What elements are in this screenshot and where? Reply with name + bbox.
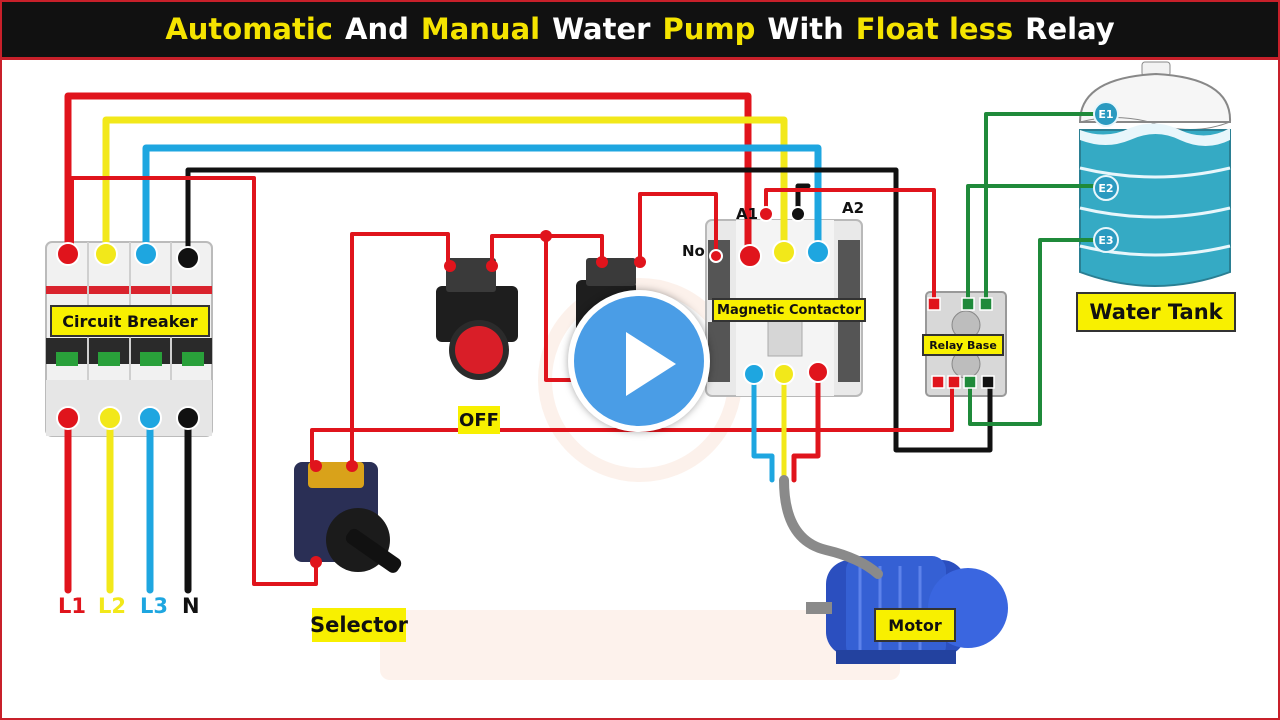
contactor-terminals xyxy=(709,206,830,385)
off-push-button xyxy=(436,258,518,380)
tank-electrodes xyxy=(1093,101,1119,253)
electrode-e2-label: E2 xyxy=(1098,182,1113,195)
button-terminals xyxy=(310,230,646,568)
title-word-water: Water xyxy=(552,11,651,46)
contactor-no-label: No xyxy=(682,242,705,260)
wire-l1-supply xyxy=(64,92,752,260)
breaker-input-terminals xyxy=(56,242,200,270)
wire-e3 xyxy=(968,238,1106,426)
electrode-e1-label: E1 xyxy=(1098,108,1113,121)
wire-neutral-supply xyxy=(185,167,993,453)
wire-on-a1 xyxy=(638,192,718,264)
relay-terminals xyxy=(927,297,995,389)
play-button[interactable] xyxy=(568,290,710,432)
title-word-relay: Relay xyxy=(1025,11,1115,46)
motor-cable xyxy=(779,475,883,579)
title-word-and: And xyxy=(345,11,409,46)
line-l2-label: L2 xyxy=(98,594,126,618)
page-title: Automatic And Manual Water Pump With Flo… xyxy=(0,0,1280,60)
selector-label: Selector xyxy=(310,608,408,642)
wire-selector-off xyxy=(350,232,450,466)
title-word-pump: Pump xyxy=(662,11,756,46)
play-icon xyxy=(626,332,676,396)
breaker-output-terminals xyxy=(56,406,200,430)
wire-l3-supply xyxy=(142,144,822,258)
relay-base-label: Relay Base xyxy=(922,334,1004,356)
line-n-label: N xyxy=(182,594,200,618)
wire-l2-supply xyxy=(102,116,788,258)
contactor-a1-label: A1 xyxy=(736,205,759,223)
off-button-label: OFF xyxy=(458,406,500,434)
contactor-a2-label: A2 xyxy=(842,199,865,217)
wire-a1 xyxy=(764,188,936,302)
wire-motor-l1 xyxy=(751,373,775,483)
electrode-e3-label: E3 xyxy=(1098,234,1113,247)
title-word-manual: Manual xyxy=(420,11,541,46)
magnetic-contactor-label: Magnetic Contactor xyxy=(712,298,866,322)
wire-e2 xyxy=(966,184,1106,302)
motor-label: Motor xyxy=(874,608,956,642)
line-l3-label: L3 xyxy=(140,594,168,618)
title-word-with: With xyxy=(767,11,844,46)
title-word-float-less: Float less xyxy=(855,11,1014,46)
wire-e1 xyxy=(984,112,1106,302)
line-l1-label: L1 xyxy=(58,594,86,618)
wire-motor-l3 xyxy=(791,373,821,483)
circuit-breaker-label: Circuit Breaker xyxy=(50,305,210,337)
wire-neutral-a2 xyxy=(795,183,811,217)
selector-switch xyxy=(294,462,402,573)
title-word-automatic: Automatic xyxy=(165,11,333,46)
wire-selector-feed xyxy=(70,176,318,586)
water-tank-label: Water Tank xyxy=(1076,292,1236,332)
